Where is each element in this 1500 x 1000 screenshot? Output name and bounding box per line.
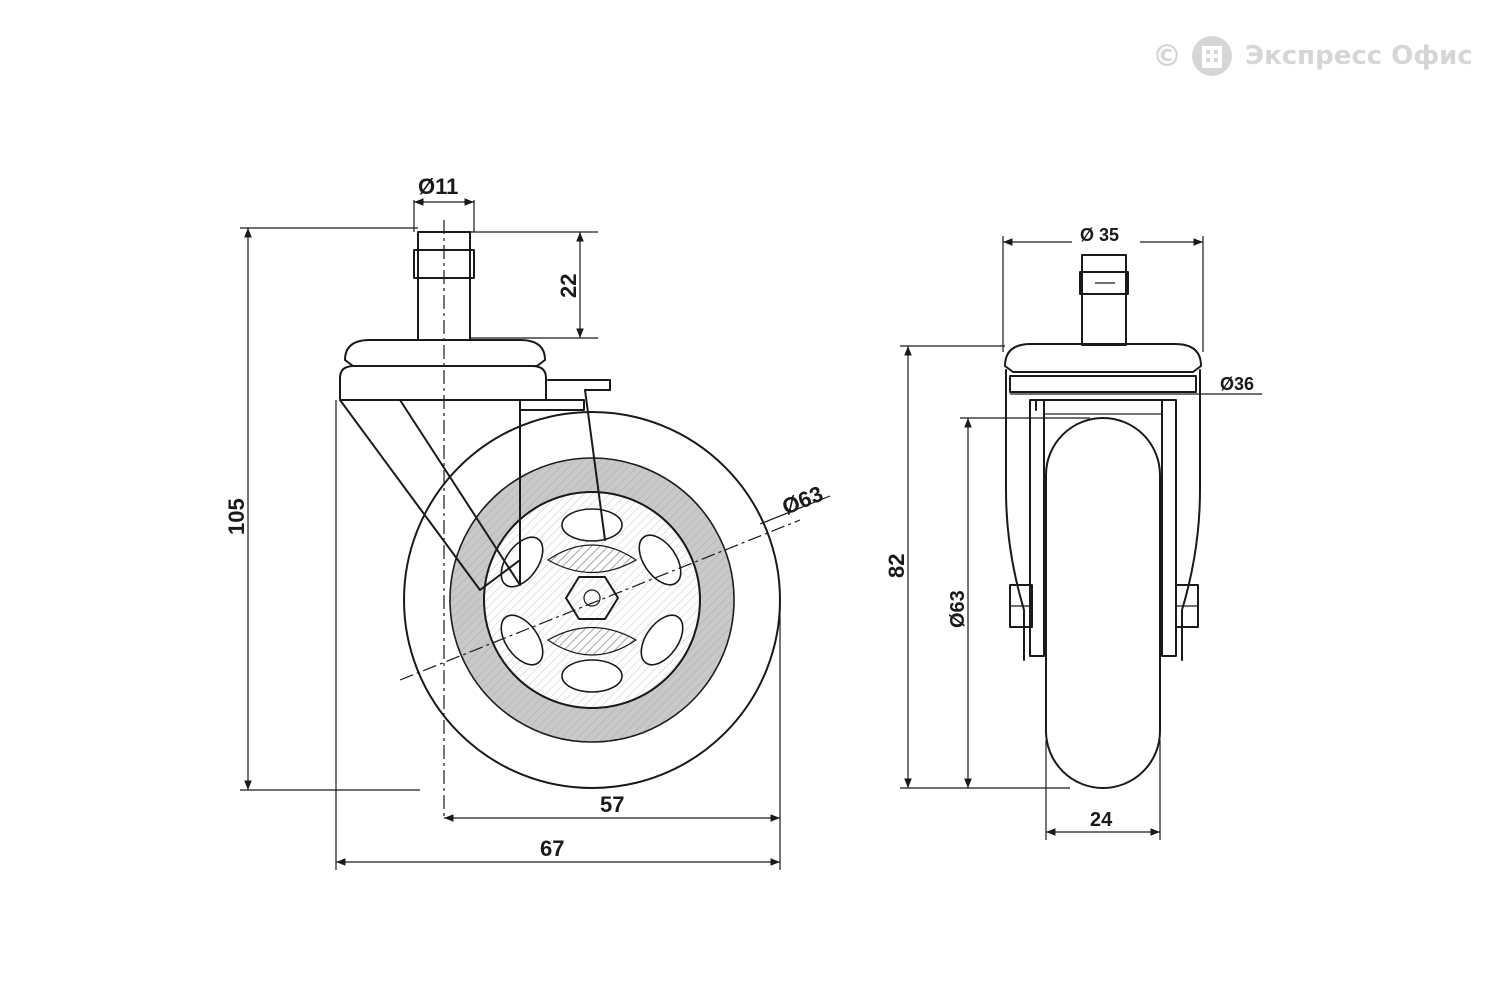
front-hub-cutouts (546, 544, 638, 656)
dim-housing-diameter: Ø36 (1220, 374, 1254, 394)
dim-wheel-width: 24 (1090, 809, 1113, 831)
dim-plate-diameter: Ø 35 (1080, 225, 1119, 245)
side-stem (1081, 254, 1127, 346)
dim-total-height: 105 (224, 498, 249, 535)
dim-total-depth: 67 (540, 836, 564, 861)
watermark: © Экспресс Офис (1152, 36, 1473, 76)
side-fork (1005, 369, 1201, 661)
dim-stem-length: 22 (556, 274, 581, 298)
dim-front-wheel-diameter: Ø63 (779, 481, 827, 520)
front-axle-nut (565, 576, 619, 620)
front-top-plate (344, 339, 546, 367)
front-tire-texture (450, 458, 734, 742)
front-fork (339, 365, 547, 401)
side-top-plate (1004, 343, 1202, 373)
front-hub-rim (483, 491, 701, 709)
office-building-icon (1192, 36, 1232, 76)
dim-fork-height: 82 (884, 554, 909, 578)
front-view: Ø11 22 105 Ø63 57 67 (224, 174, 831, 870)
dim-stem-diameter: Ø11 (418, 174, 458, 199)
dim-axle-offset: 57 (600, 792, 624, 817)
dim-side-wheel-diameter: Ø63 (947, 590, 969, 628)
side-wheel (1045, 417, 1161, 789)
front-hub-spokes (500, 508, 684, 693)
watermark-brand: Экспресс Офис (1245, 41, 1473, 71)
copyright-symbol: © (1152, 39, 1182, 74)
side-view: Ø 35 Ø36 82 Ø63 24 (884, 225, 1262, 840)
front-fork-leg (339, 399, 585, 591)
